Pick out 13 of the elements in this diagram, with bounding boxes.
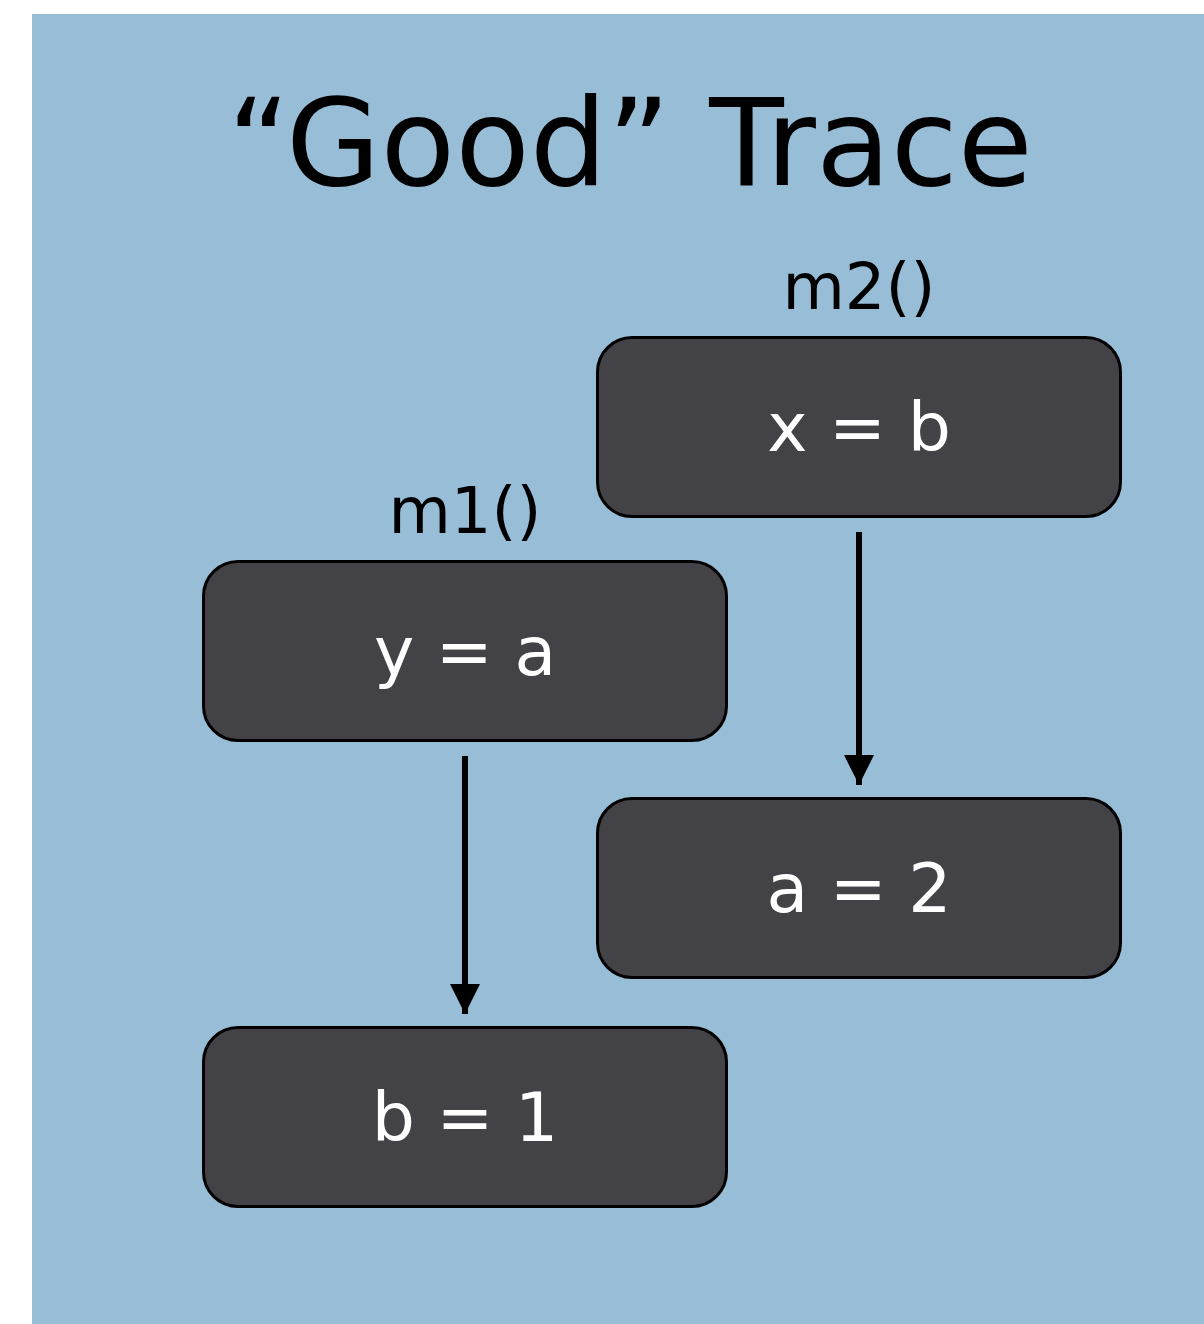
method-label: m2() [781, 250, 937, 324]
statement-text: a = 2 [766, 848, 952, 928]
title: “Good” Trace [226, 71, 1034, 216]
method-label: m1() [387, 474, 543, 548]
statement-box [202, 1026, 728, 1208]
statement-text: y = a [373, 611, 557, 691]
arrow [844, 532, 874, 785]
statement-box [596, 336, 1122, 518]
statement-text: b = 1 [371, 1077, 559, 1157]
statement-text: x = b [767, 387, 951, 467]
statement-box [202, 560, 728, 742]
statement-box [596, 797, 1122, 979]
arrow [450, 756, 480, 1014]
